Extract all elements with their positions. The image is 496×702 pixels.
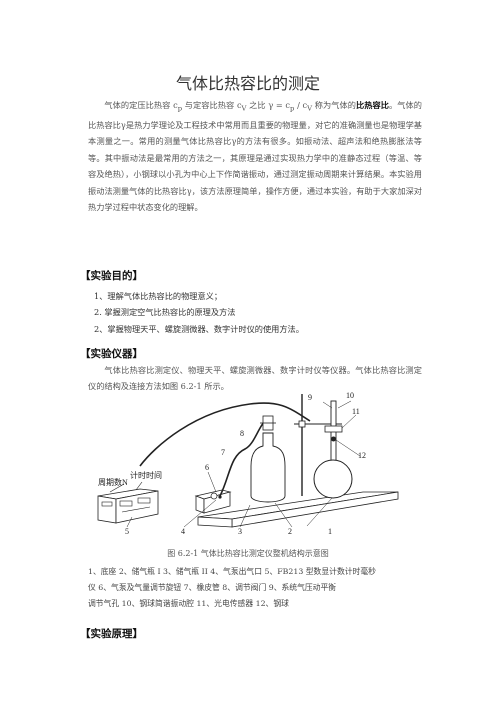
purpose-heading: 【实验目的】 <box>80 270 143 282</box>
intro-text-2: 与定容比热容 c <box>182 100 242 110</box>
storage-bottle-2 <box>313 459 353 499</box>
page-title: 气体比热容比的测定 <box>175 74 320 93</box>
intro-text-6: 。气体的比热容比γ是热力学理论及工程技术中常用而且重要的物理量，对它的准确测量也… <box>88 100 422 213</box>
timer-display-3 <box>137 497 151 504</box>
label-4: 4 <box>181 527 185 536</box>
legend-line-2: 仪 6、气泵及气量调节旋钮 7、橡皮管 8、调节阀门 9、系统气压动平衡 <box>88 583 337 592</box>
rubber-tube-2 <box>139 402 311 467</box>
intro-sub-p: p <box>177 104 183 113</box>
legend-line-1: 1、底座 2、储气瓶 I 3、储气瓶 II 4、气泵出气口 5、FB213 型数… <box>88 567 376 576</box>
leader-11 <box>341 414 357 429</box>
purpose-item-3: 2、掌握物理天平、螺旋测微器、数字计时仪的使用方法。 <box>94 324 304 334</box>
intro-text-4: / c <box>294 100 308 110</box>
leader-12 <box>335 439 361 457</box>
intro-text-3: 之比 γ = c <box>246 100 291 110</box>
apparatus-figure: 周期数N 计时时间 1 2 3 4 5 6 7 8 9 10 11 12 <box>97 391 399 536</box>
leader-5 <box>126 516 133 528</box>
steel-ball <box>331 436 336 442</box>
leader-4 <box>183 499 217 528</box>
purpose-item-1: 1、理解气体比热容比的物理意义； <box>94 291 223 301</box>
pump-knob <box>210 492 218 500</box>
timer-panel-line <box>121 506 151 513</box>
timer-display-1 <box>101 501 113 507</box>
purpose-item-2: 2. 掌握测定空气比热容比的原理及方法 <box>94 307 236 317</box>
apparatus-heading: 【实验仪器】 <box>80 348 143 360</box>
principle-heading: 【实验原理】 <box>80 628 143 640</box>
rubber-tube <box>219 417 269 497</box>
leader-9 <box>322 401 333 409</box>
intro-sub-v2: V <box>307 104 313 113</box>
label-12: 12 <box>358 451 366 460</box>
base-board-front <box>197 516 233 528</box>
label-9: 9 <box>308 393 312 402</box>
label-11: 11 <box>352 407 360 416</box>
label-2: 2 <box>288 527 292 536</box>
pump-outlet <box>218 495 222 499</box>
intro-sub-v: V <box>241 104 247 113</box>
intro-text-5: 称为气体的 <box>312 100 356 110</box>
legend-line-3: 调节气孔 10、钢球简谐振动腔 11、光电传感器 12、钢球 <box>88 599 289 608</box>
label-3: 3 <box>238 527 242 536</box>
timer-box-front <box>97 495 117 524</box>
timer-label-leader <box>109 483 125 493</box>
pump-front <box>195 495 205 514</box>
timer-box-side <box>115 490 159 524</box>
label-timing: 计时时间 <box>130 470 162 480</box>
leader-2 <box>274 502 293 528</box>
figure-caption: 图 6.2-1 气体比热容比测定仪整机结构示意图 <box>167 549 329 558</box>
photo-sensor <box>324 425 343 433</box>
label-6: 6 <box>205 463 209 472</box>
timer-display-2 <box>119 500 133 507</box>
intro-paragraph: 气体的定压比热容 cp 与定容比热容 cV 之比 γ = cp / cV 称为气… <box>88 97 422 215</box>
apparatus-paragraph: 气体比热容比测定仪、物理天平、螺旋测微器、数字计时仪等仪器。气体比热容比测定仪的… <box>88 365 422 392</box>
label-8: 8 <box>240 429 244 438</box>
intro-text-1: 气体的定压比热容 c <box>104 100 178 110</box>
intro-sub-p2: p <box>290 104 295 113</box>
label-1: 1 <box>328 527 332 536</box>
period-label-leader <box>135 481 143 491</box>
stand-clamp <box>298 420 306 428</box>
leader-10 <box>337 400 352 409</box>
storage-bottle-1 <box>250 432 286 503</box>
bold-term: 比热容比 <box>355 100 390 110</box>
label-7: 7 <box>221 448 225 457</box>
leader-1 <box>306 497 333 527</box>
label-period-count: 周期数N <box>98 477 128 487</box>
leader-6 <box>207 471 217 493</box>
label-5: 5 <box>125 527 129 536</box>
label-10: 10 <box>346 391 354 400</box>
leader-3 <box>239 504 251 528</box>
